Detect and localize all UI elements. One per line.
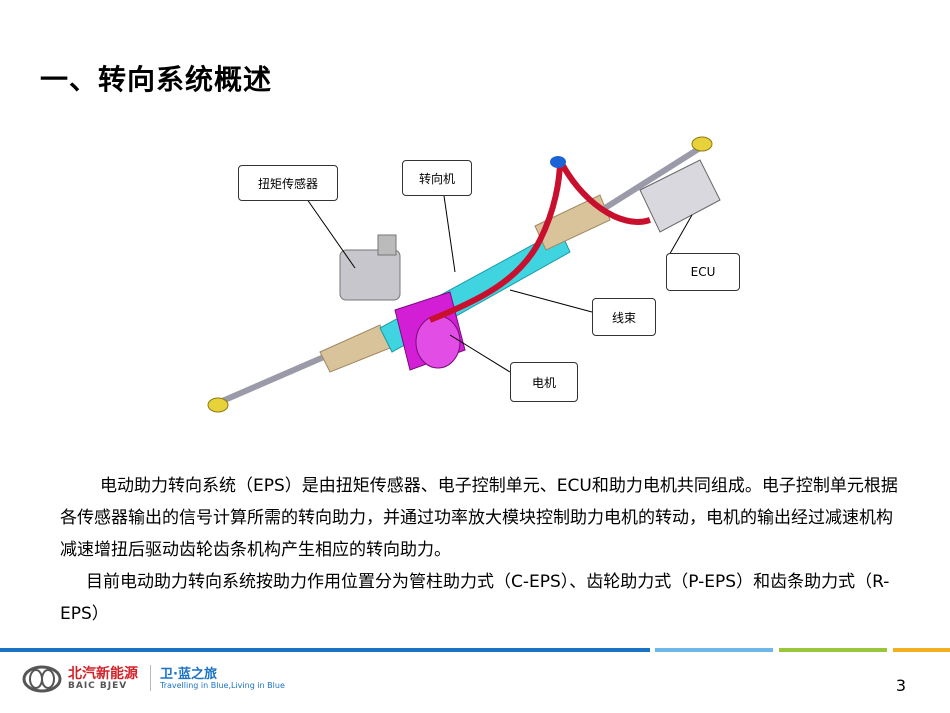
leader-motor bbox=[449, 334, 511, 373]
footer-bar-yellow bbox=[893, 648, 950, 652]
brand-logo: 北汽新能源 BAIC BJEV 卫·蓝之旅 Travelling in Blue… bbox=[22, 665, 285, 697]
baic-emblem-icon bbox=[22, 665, 62, 693]
wire-harness bbox=[428, 158, 651, 323]
footer-bar-green bbox=[779, 648, 887, 652]
harness-clip bbox=[550, 156, 566, 168]
input-shaft bbox=[377, 234, 397, 256]
body-text: 电动助力转向系统（EPS）是由扭矩传感器、电子控制单元、ECU和助力电机共同组成… bbox=[60, 470, 900, 630]
callout-motor: 电机 bbox=[510, 362, 578, 402]
left-tie-rod-end bbox=[207, 397, 229, 413]
callout-torque-sensor: 扭矩传感器 bbox=[238, 165, 338, 201]
motor-end-cap bbox=[415, 315, 461, 369]
right-tie-rod bbox=[603, 145, 702, 211]
logo-divider bbox=[150, 665, 151, 691]
brand-en: BAIC BJEV bbox=[68, 681, 128, 691]
callout-steering-gear: 转向机 bbox=[402, 160, 472, 196]
slogan-en: Travelling in Blue,Living in Blue bbox=[160, 681, 285, 690]
left-boot bbox=[319, 324, 391, 373]
callout-ecu: ECU bbox=[666, 253, 740, 291]
leader-harness bbox=[509, 289, 593, 313]
leader-steering-gear bbox=[441, 181, 456, 273]
footer-bar-light-blue bbox=[655, 648, 773, 652]
paragraph-eps-overview: 电动助力转向系统（EPS）是由扭矩传感器、电子控制单元、ECU和助力电机共同组成… bbox=[60, 476, 898, 560]
right-tie-rod-end bbox=[691, 136, 713, 152]
page-title: 一、转向系统概述 bbox=[40, 63, 273, 96]
brand-cn: 北汽新能源 bbox=[68, 666, 138, 682]
ecu-unit bbox=[639, 159, 721, 233]
callout-harness: 线束 bbox=[592, 298, 656, 336]
eps-assembly-drawing bbox=[207, 136, 721, 413]
slogan-cn: 卫·蓝之旅 bbox=[160, 667, 217, 682]
paragraph-eps-types: 目前电动助力转向系统按助力作用位置分为管柱助力式（C-EPS）、齿轮助力式（P-… bbox=[60, 572, 890, 624]
eps-illustration: 扭矩传感器 转向机 ECU 线束 电机 bbox=[180, 120, 780, 440]
footer-bar-blue bbox=[0, 648, 650, 652]
left-tie-rod bbox=[218, 347, 342, 405]
page-number: 3 bbox=[895, 676, 906, 695]
leader-ecu bbox=[667, 214, 693, 258]
torque-sensor-body bbox=[339, 249, 401, 301]
